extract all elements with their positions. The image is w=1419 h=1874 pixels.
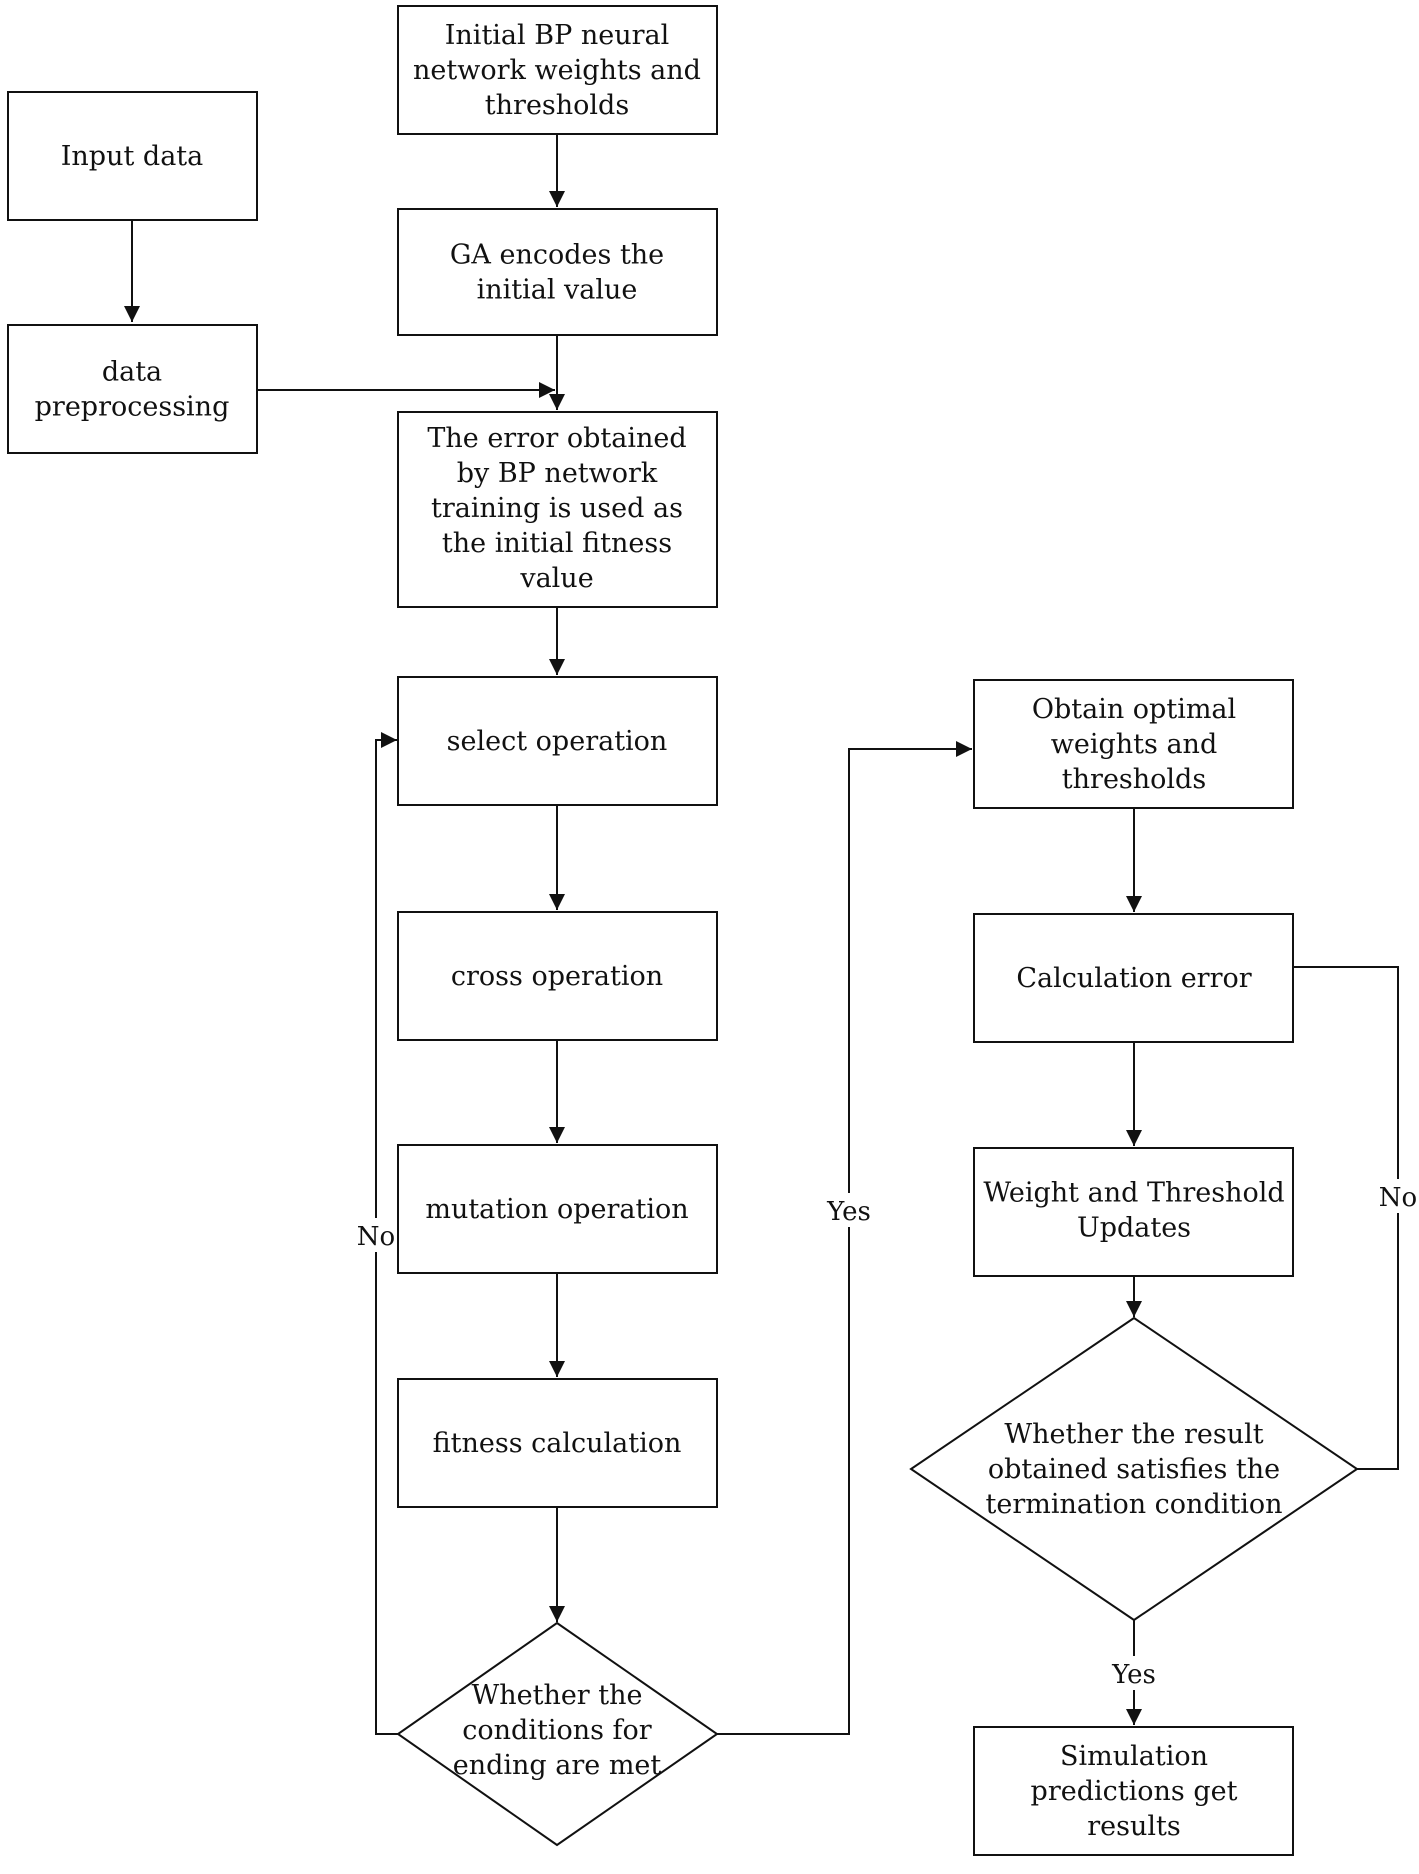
node-cross-operation: cross operation <box>397 911 718 1041</box>
node-label-line: Weight and Threshold <box>983 1178 1284 1209</box>
node-label-line: Whether the <box>471 1680 642 1711</box>
edge-termination-no-loop <box>1294 966 1399 1470</box>
node-label: Calculation error <box>1016 963 1251 994</box>
node-label: Whether the result obtained satisfies the… <box>986 1419 1283 1520</box>
node-label-line: Simulation <box>1060 1741 1208 1772</box>
node-label: mutation operation <box>425 1194 688 1225</box>
node-label-line: results <box>1087 1811 1180 1842</box>
node-label-line: cross operation <box>451 961 663 992</box>
node-label-line: by BP network <box>457 458 658 489</box>
node-simulation-results: Simulation predictions get results <box>973 1726 1294 1856</box>
node-optimal-weights: Obtain optimal weights and thresholds <box>973 679 1294 809</box>
node-label-line: Whether the result <box>1004 1419 1263 1450</box>
node-label: data preprocessing <box>35 357 230 423</box>
node-label: select operation <box>447 726 668 757</box>
node-mutation-operation: mutation operation <box>397 1144 718 1274</box>
connectors <box>124 134 1399 1735</box>
label-bp-exit-yes: Yes <box>1111 1660 1156 1690</box>
node-input-data: Input data <box>7 91 258 221</box>
node-label-line: the initial fitness <box>442 528 672 559</box>
label-bp-loop-no: No <box>1379 1183 1417 1213</box>
node-label: Obtain optimal weights and thresholds <box>1032 694 1236 795</box>
edge-labels: No Yes No Yes <box>356 1179 1418 1690</box>
node-label-line: Initial BP neural <box>445 20 669 51</box>
node-label-line: The error obtained <box>427 423 686 454</box>
node-data-preprocessing: data preprocessing <box>7 324 258 454</box>
node-fitness-calculation: fitness calculation <box>397 1378 718 1508</box>
node-label-line: thresholds <box>1062 764 1206 795</box>
node-ending-conditions: Whether the conditions for ending are met <box>396 1621 719 1847</box>
label-ga-loop-no: No <box>357 1222 395 1252</box>
label-ga-exit-yes: Yes <box>826 1197 871 1227</box>
node-termination-condition: Whether the result obtained satisfies the… <box>909 1316 1359 1622</box>
node-label-line: Calculation error <box>1016 963 1251 994</box>
node-label: The error obtained by BP network training … <box>427 423 686 594</box>
node-label: fitness calculation <box>433 1428 682 1459</box>
node-calculation-error: Calculation error <box>973 913 1294 1043</box>
node-label: Whether the conditions for ending are met <box>453 1680 662 1781</box>
node-select-operation: select operation <box>397 676 718 806</box>
node-label-line: preprocessing <box>35 392 230 423</box>
edge-ending-yes <box>717 741 972 1735</box>
node-label-line: initial value <box>477 275 638 306</box>
node-label-line: Input data <box>61 141 204 172</box>
node-label: Initial BP neural network weights and thre… <box>413 20 701 121</box>
node-label-line: value <box>519 563 593 594</box>
node-label-line: data <box>102 357 162 388</box>
node-label: Input data <box>61 141 204 172</box>
node-label-line: obtained satisfies the <box>988 1454 1280 1485</box>
node-error-fitness: The error obtained by BP network training … <box>397 411 718 608</box>
node-label-line: select operation <box>447 726 668 757</box>
node-ga-encodes: GA encodes the initial value <box>397 208 718 336</box>
node-label: cross operation <box>451 961 663 992</box>
node-label-line: Updates <box>1077 1213 1191 1244</box>
node-label-line: fitness calculation <box>433 1428 682 1459</box>
node-initial-bp: Initial BP neural network weights and thre… <box>397 5 718 135</box>
node-label-line: mutation operation <box>425 1194 688 1225</box>
node-label-line: GA encodes the <box>450 240 664 271</box>
node-label-line: weights and <box>1051 729 1217 760</box>
node-label-line: Obtain optimal <box>1032 694 1236 725</box>
node-label-line: training is used as <box>431 493 683 524</box>
node-label-line: thresholds <box>485 90 629 121</box>
node-label: GA encodes the initial value <box>450 240 664 306</box>
node-label-line: predictions get <box>1031 1776 1238 1807</box>
node-label-line: network weights and <box>413 55 701 86</box>
node-label-line: termination condition <box>986 1489 1283 1520</box>
node-label-line: ending are met <box>453 1750 662 1781</box>
node-label: Simulation predictions get results <box>1031 1741 1238 1842</box>
node-label-line: conditions for <box>462 1715 652 1746</box>
